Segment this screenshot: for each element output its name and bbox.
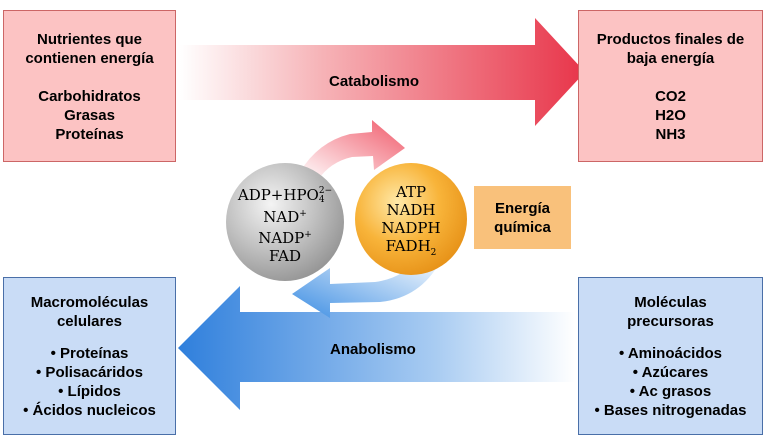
nutrient-item: Grasas [64, 107, 115, 124]
precursor-item: • Ac grasos [629, 383, 712, 400]
end-products-title-line-1: Productos finales de [596, 31, 745, 48]
end-products-box: Productos finales de baja energía CO2 H2… [578, 10, 763, 162]
precursors-title-line-1: Moléculas [634, 294, 707, 311]
anabolism-label: Anabolismo [330, 341, 416, 358]
macromolecule-item: • Polisacáridos [36, 364, 143, 381]
nutrients-box: Nutrientes que contienen energía Carbohi… [3, 10, 176, 162]
end-products-title-line-2: baja energía [626, 50, 715, 67]
precursor-item: • Azúcares [632, 364, 709, 381]
nutrients-title-line-1: Nutrientes que [36, 31, 142, 48]
nutrients-title-line-2: contienen energía [25, 50, 154, 67]
precursor-item: • Bases nitrogenadas [594, 402, 747, 419]
macromolecule-item: • Lípidos [58, 383, 121, 400]
fadh2-line: FADH2 [385, 237, 437, 258]
orange-circle [355, 163, 467, 275]
cycle-arrow-top-icon [300, 120, 405, 180]
anabolism-arrow [178, 286, 575, 410]
macromolecule-item: • Ácidos nucleicos [23, 402, 156, 419]
gray-circle [226, 163, 344, 281]
cycle-arrow-bottom-icon [292, 255, 440, 318]
precursors-box: Moléculas precursoras • Aminoácidos • Az… [578, 277, 763, 435]
nutrient-item: Carbohidratos [38, 88, 141, 105]
macromolecules-box: Macromoléculas celulares • Proteínas • P… [3, 277, 176, 435]
precursor-item: • Aminoácidos [618, 345, 723, 362]
end-product-item: NH3 [655, 126, 686, 143]
nadph-line: NADPH [381, 219, 441, 237]
nutrient-item: Proteínas [55, 126, 124, 143]
energy-box: Energía química [474, 186, 571, 249]
nad-line: NAD+ [263, 208, 307, 226]
precursors-title-line-2: precursoras [627, 313, 714, 330]
catabolism-label: Catabolismo [329, 73, 420, 90]
nadp-line: NADP+ [258, 229, 312, 247]
catabolism-arrow [180, 18, 585, 126]
fad-line: FAD [269, 247, 301, 265]
energy-line-1: Energía [494, 200, 551, 217]
nadh-line: NADH [386, 201, 436, 219]
end-product-item: CO2 [655, 88, 686, 105]
macromolecule-item: • Proteínas [50, 345, 129, 362]
macromolecules-title-line-2: celulares [56, 313, 123, 330]
macromolecules-title-line-1: Macromoléculas [30, 294, 149, 311]
energy-line-2: química [494, 219, 551, 236]
orange-circle-text: ATP NADH NADPH FADH2 [361, 183, 461, 262]
atp-line: ATP [395, 183, 427, 201]
end-product-item: H2O [655, 107, 686, 124]
